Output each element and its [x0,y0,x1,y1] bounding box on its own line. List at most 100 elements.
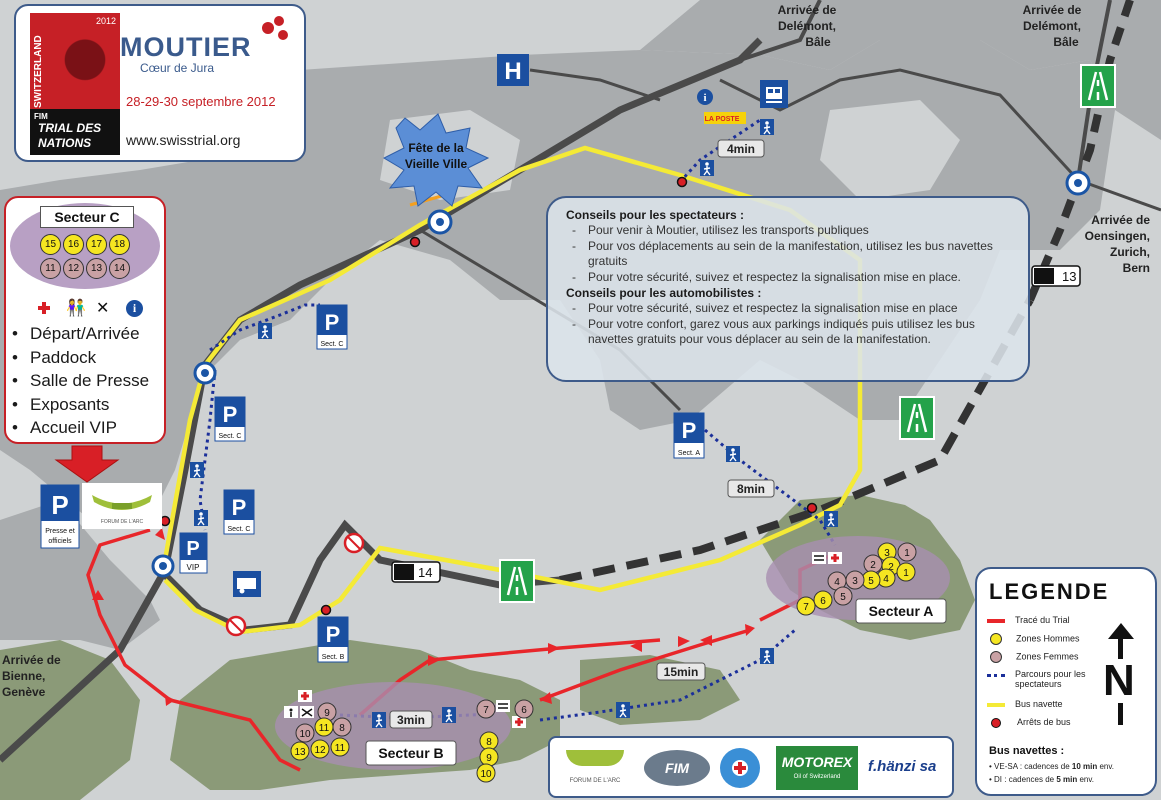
parking-symbol: P [232,495,247,520]
legend-swatch-stops [991,717,1001,728]
advice-item: Pour votre sécurité, suivez et respectez… [566,301,1016,316]
sector-a-men-zone: 7 [796,596,816,616]
badge-bottom: FIM TRIAL DES NATIONS [30,109,120,155]
roundabout-icon [151,554,175,578]
sector-a-men-zone: 1 [896,562,916,582]
shuttle-route [162,145,863,635]
legend-item-walk: Parcours pour les spectateurs [987,669,1097,689]
motorex-text: MOTOREX [781,754,853,770]
sector-a-label-box: Secteur A [855,598,947,624]
forum-logo-text: FORUM DE L'ARC [101,519,144,525]
sector-b-men-zone: 12 [310,739,330,759]
legend-label: Zones Hommes [1016,633,1080,644]
parking-sect-c-1: P Sect. C [316,304,348,350]
badge-fim: FIM [34,112,48,121]
bus-days: DI : [994,775,1007,784]
advice-item: Pour votre confort, garez vous aux parki… [566,317,1016,347]
legend-item-trial: Tracé du Trial [987,615,1070,625]
badge-event-1: TRIAL DES [38,121,102,135]
sector-b-men-zone: 9 [479,747,499,767]
bus-days: VE-SA : [994,762,1023,771]
zone-number: 6 [521,705,527,716]
town-area-east [640,0,1161,140]
parking-presse: P Presse et officiels [40,484,80,549]
town-name: MOUTIER [120,32,252,62]
zone-number: 5 [868,576,874,587]
legend-item-stops: Arrêts de bus [987,717,1071,728]
badge-country: SWITZERLAND [33,35,44,108]
legend-item-men: Zones Hommes [987,633,1080,645]
sponsor-motorex: MOTOREX Oil of Switzerland [776,746,858,790]
parking-sect-c-2: P Sect. C [214,396,246,442]
zone-number: 11 [319,723,330,734]
delemont-left-1: Arrivée de [778,3,837,17]
rider-silhouette [56,31,114,103]
sector-a-men-zone: 5 [861,570,881,590]
no-pedestrian-icon [225,615,247,637]
legend-title: LEGENDE [989,579,1110,604]
forest-d [0,640,140,800]
sector-b-label-box: Secteur B [365,740,457,766]
secteur-c-list: Départ/ArrivéePaddockSalle de PresseExpo… [6,322,166,440]
bus-row-1: • VE-SA : cadences de 10 min env. [989,762,1114,771]
parking-sect-c-3: P Sect. C [223,489,255,535]
zone-number: 12 [314,745,326,756]
roundabout-icon [427,209,453,235]
sponsor-forum-text: FORUM DE L'ARC [569,778,621,784]
secteur-c-item: Accueil VIP [6,416,166,440]
oensingen-1: Arrivée de [1091,213,1150,227]
sector-b-women-zone: 10 [295,723,315,743]
secteur-c-item: Paddock [6,346,166,370]
sector-a-services [812,552,842,564]
label-oensingen: Arrivée de Oensingen, Zurich, Bern [1085,213,1151,275]
zone-number: 5 [840,592,846,603]
town-logo-icon [256,16,292,44]
a13-badge: 13 [1031,265,1081,287]
advice-item: Pour vos déplacements au sein de la mani… [566,239,1016,269]
zone-women-marker: 12 [63,258,84,279]
sector-b-women-zone: 6 [514,699,534,719]
parking-caption: VIP [187,563,200,572]
event-dates: 28-29-30 septembre 2012 [126,94,276,109]
secteur-c-item: Départ/Arrivée [6,322,166,346]
bienne-3: Genève [2,685,46,699]
fete-line2: Vieille Ville [405,157,468,171]
north-arrow-icon: N [1101,623,1141,733]
secteur-c-item: Exposants [6,393,166,417]
zone-number: 9 [486,753,492,764]
a13-label: 13 [1062,269,1076,284]
zone-number: 8 [339,723,345,734]
zone-number: 2 [888,562,894,573]
oensingen-3: Zurich, [1110,245,1150,259]
legend-swatch-women [990,651,1002,663]
motorway-sign-icon [499,559,535,603]
bus-stops [159,176,818,616]
toilets-icon: 👫 [66,300,86,317]
legend-swatch-bus [987,702,1005,707]
parking-caption-1: Presse et [45,528,75,535]
roundabout-icon [193,361,217,385]
delemont-right-1: Arrivée de [1023,3,1082,17]
sponsor-forum: FORUM DE L'ARC [556,744,634,792]
sector-a-women-zone: 3 [845,570,865,590]
sector-a-women-zone: 1 [897,542,917,562]
legend-label: Parcours pour les spectateurs [1015,669,1086,689]
pedestrian-icons [190,119,838,728]
parking-caption: Sect. C [219,433,242,440]
badge-year: 2012 [95,16,116,26]
legend-label: Tracé du Trial [1015,615,1070,625]
bus-text: cadences de [1008,775,1055,784]
sponsor-bar: FORUM DE L'ARC FIM MOTOREX Oil of Switze… [548,736,954,798]
parking-caption: Sect. C [228,526,251,533]
walk-time-4-label: 4min [727,142,755,156]
legend-label: Bus navette [1015,699,1063,709]
parking-vip: P VIP [179,532,208,574]
bienne-2: Bienne, [2,669,45,683]
a14-badge: 14 [391,561,441,583]
spectators-title: Conseils pour les spectateurs : [566,208,745,222]
bus-row-2: • DI : cadences de 5 min env. [989,775,1094,784]
sector-b-women-zone: 7 [476,699,496,719]
spectators-list: Pour venir à Moutier, utilisez les trans… [566,223,1016,285]
zone-number: 10 [299,729,311,740]
